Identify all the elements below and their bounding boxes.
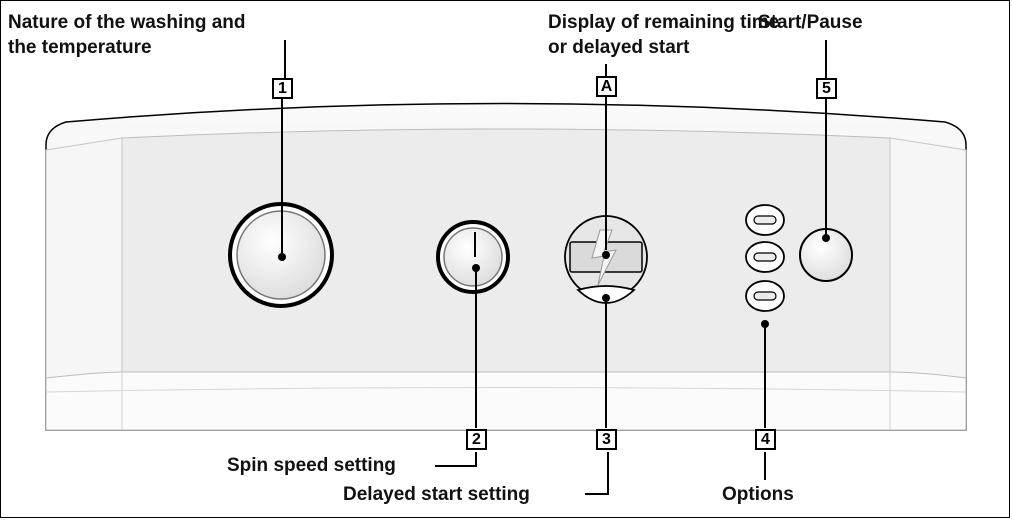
- label-spin-speed: Spin speed setting: [227, 455, 396, 476]
- leader-lines: [281, 40, 827, 495]
- leader-dots: [278, 234, 830, 328]
- callout-5: 5: [816, 78, 837, 99]
- option-button-icon[interactable]: [745, 280, 785, 312]
- option-button-icon[interactable]: [745, 204, 785, 236]
- spin-knob-icon[interactable]: [436, 220, 510, 294]
- option-button-icon[interactable]: [745, 241, 785, 273]
- callout-3: 3: [596, 429, 617, 450]
- label-delayed-start: Delayed start setting: [343, 484, 530, 505]
- callout-2: 2: [466, 429, 487, 450]
- label-nature-line2: the temperature: [8, 37, 152, 58]
- label-nature-line1: Nature of the washing and: [8, 12, 246, 33]
- label-start-pause: Start/Pause: [758, 12, 863, 33]
- callout-a: A: [596, 76, 617, 97]
- callout-4: 4: [755, 429, 776, 450]
- label-display-line1: Display of remaining time: [548, 12, 780, 33]
- label-display-line2: or delayed start: [548, 37, 690, 58]
- label-options: Options: [722, 484, 794, 505]
- callout-1: 1: [272, 78, 293, 99]
